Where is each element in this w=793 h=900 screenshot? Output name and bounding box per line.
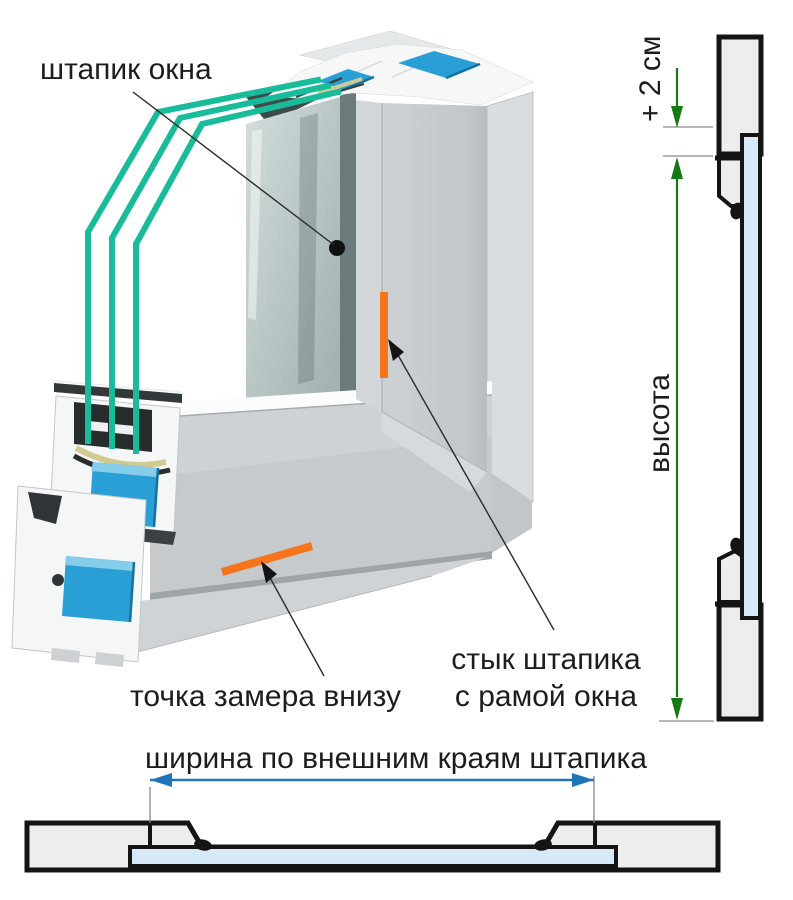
vertical-section-diagram: [659, 34, 764, 722]
joint-leader-arrow: [388, 339, 404, 361]
bead-frame-joint-label-line1: стык штапика: [451, 643, 641, 676]
glass-strip-horizontal: [128, 845, 618, 868]
bead-frame-joint-label-line2: с рамой окна: [454, 680, 638, 713]
plus-2cm-label: + 2 см: [634, 35, 667, 123]
glazing-bead-label: штапик окна: [40, 53, 212, 86]
bead-frame-joint-label: стык штапика с рамой окна: [440, 641, 652, 715]
top-bead-gasket: [730, 202, 744, 220]
glass-strip-vertical: [740, 133, 762, 620]
glazing-bead-highlight-lines: [85, 76, 342, 454]
height-dimension: [671, 157, 683, 720]
frame-post-side-face: [486, 91, 534, 503]
steel-chamber-frame-cut: [62, 556, 134, 622]
sash-front-face: [150, 436, 492, 593]
top-bead-profile: [717, 154, 744, 208]
bottom-measure-point-marker: [220, 542, 314, 576]
horizontal-section-diagram: [24, 773, 721, 873]
top-cut-faces: [267, 30, 534, 106]
bottom-measure-point-label: точка замера внизу: [130, 680, 401, 713]
plus-2cm-dimension: [671, 68, 683, 128]
steel-chamber-sash: [318, 69, 374, 90]
frame-bottom-block: [716, 602, 764, 722]
window-3d-render: [11, 30, 555, 677]
width-dimension-label: ширина по внешним краям штапика: [145, 742, 647, 775]
bead-seal-strip: [317, 77, 363, 95]
bar-end-faces: [487, 471, 532, 556]
frame-post-front-face: [382, 103, 487, 471]
left-bead-gasket: [194, 839, 212, 851]
right-bead-gasket: [534, 839, 552, 851]
left-cut-faces: [11, 380, 183, 667]
frame-front-face: [114, 557, 487, 658]
bottom-point-leader-arrow: [261, 561, 277, 583]
width-dimension: [150, 773, 594, 787]
glass-pane: [246, 72, 356, 404]
bottom-point-leader-line: [262, 564, 325, 677]
vertical-bead-strip: [356, 100, 382, 412]
joint-leader-line: [389, 340, 555, 631]
bottom-bead-gasket: [730, 537, 744, 555]
height-dimension-label: высота: [643, 374, 676, 473]
bottom-bead-profile: [717, 548, 744, 604]
bead-leader-line: [132, 91, 335, 246]
